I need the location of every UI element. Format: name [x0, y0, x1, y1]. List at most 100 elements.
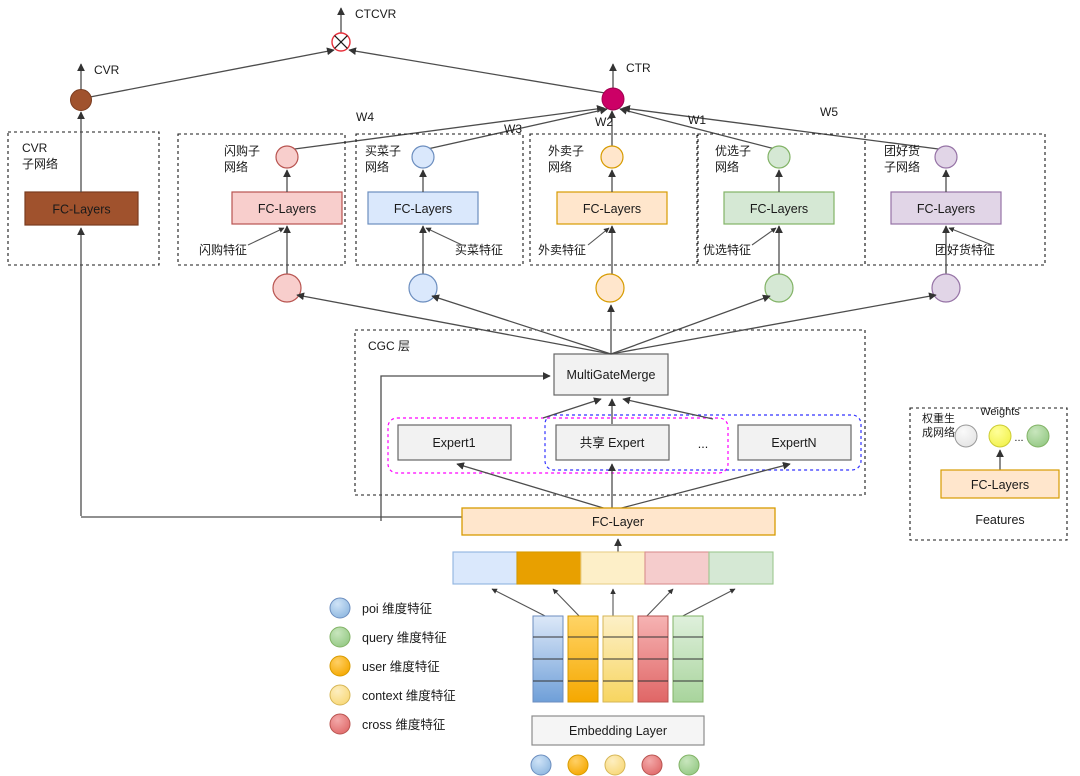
- legend-dot-1: [329, 626, 351, 648]
- edge-feature-4: [948, 227, 993, 246]
- weight-dots-ellipsis: ...: [1014, 432, 1023, 444]
- subnet-fc-label-1: FC-Layers: [394, 202, 452, 216]
- gate-node-0: [272, 273, 302, 303]
- ctcvr-label: CTCVR: [355, 7, 397, 21]
- expert-label-1: 共享 Expert: [580, 435, 645, 450]
- legend-label-4: cross 维度特征: [362, 717, 446, 732]
- expert-box-2: [737, 424, 852, 461]
- concat-segment-4: [708, 551, 774, 585]
- concat-segment-0: [452, 551, 518, 585]
- edge-emb0-to-concat: [491, 588, 554, 621]
- concat-segment-2: [580, 551, 646, 585]
- subnet-title-3-line1: 优选子: [715, 144, 751, 158]
- edge-w1-to-ctr: [619, 106, 780, 151]
- edge-merge-to-gate-0: [296, 292, 612, 355]
- edge-cvr-to-ctcvr: [89, 47, 335, 98]
- subnet-output-node-2: [600, 145, 624, 169]
- gate-node-4: [931, 273, 961, 303]
- embedding-input-dot-2: [604, 754, 626, 776]
- weight-net-fc-label: FC-Layers: [971, 478, 1029, 492]
- weight-label-w2: W2: [595, 115, 613, 129]
- legend-dot-2: [329, 655, 351, 677]
- weight-net-fc-box: [940, 469, 1060, 499]
- weight-label-w4: W4: [356, 110, 374, 124]
- subnet-feature-label-0: 闪购特征: [199, 242, 247, 257]
- gate-node-3: [764, 273, 794, 303]
- embedding-input-dot-4: [678, 754, 700, 776]
- subnet-output-node-3: [767, 145, 791, 169]
- legend-label-2: user 维度特征: [362, 659, 440, 674]
- weight-dot-0: [954, 424, 978, 448]
- embedding-column-4: [672, 615, 704, 703]
- subnet-title-2-line1: 外卖子: [548, 144, 584, 158]
- cvr-subnet-title-line2: 子网络: [22, 156, 58, 171]
- edge-merge-to-gate-3: [610, 294, 771, 355]
- weight-net-title-line2: 成网络: [922, 425, 955, 439]
- edge-merge-to-gate-4: [610, 292, 937, 355]
- ctr-node: [601, 87, 625, 111]
- multigatemerge-label: MultiGateMerge: [567, 368, 656, 382]
- weights-label: Weights: [980, 406, 1020, 418]
- subnet-fc-box-4: [890, 191, 1002, 225]
- embedding-column-0: [532, 615, 564, 703]
- cvr-fc-layers-box: [24, 191, 139, 226]
- subnet-output-node-4: [934, 145, 958, 169]
- shared-expert-group-box: [544, 414, 862, 471]
- fc-layer-box: [461, 507, 776, 536]
- weight-label-w1: W1: [688, 113, 706, 127]
- embedding-column-2: [602, 615, 634, 703]
- subnet-title-4-line1: 团好货: [884, 143, 920, 158]
- subnet-title-2-line2: 网络: [548, 159, 572, 174]
- ctr-label: CTR: [626, 61, 651, 75]
- edge-feature-1: [425, 227, 463, 246]
- edge-merge-to-gate-1: [431, 294, 612, 355]
- edge-w3-to-ctr: [422, 106, 608, 151]
- cvr-subnet-title-line1: CVR: [22, 141, 48, 155]
- edge-emb4-to-concat: [674, 588, 736, 621]
- expert-label-0: Expert1: [432, 436, 475, 450]
- subnet-box-1: [355, 133, 524, 266]
- legend-dot-4: [329, 713, 351, 735]
- subnet-feature-label-2: 外卖特征: [538, 242, 586, 257]
- subnet-feature-label-4: 团好货特征: [935, 242, 995, 257]
- weight-net-box: [909, 407, 1068, 541]
- subnet-fc-label-4: FC-Layers: [917, 202, 975, 216]
- legend-label-0: poi 维度特征: [362, 601, 433, 616]
- subnet-fc-box-0: [231, 191, 343, 225]
- edge-feature-2: [587, 227, 610, 246]
- subnet-title-0-line2: 网络: [224, 159, 248, 174]
- edge-w5-to-ctr: [622, 105, 947, 151]
- weight-net-features-label: Features: [975, 513, 1024, 527]
- legend-dot-0: [329, 597, 351, 619]
- expert-box-0: [397, 424, 512, 461]
- task-expert-group-box: [387, 417, 729, 474]
- concat-segment-1: [516, 551, 582, 585]
- embedding-layer-box: [531, 715, 705, 746]
- subnet-box-4: [864, 133, 1046, 266]
- cvr-subnet-box: [7, 131, 160, 266]
- cgc-layer-label: CGC 层: [368, 339, 410, 353]
- legend-label-3: context 维度特征: [362, 688, 456, 703]
- gate-node-2: [595, 273, 625, 303]
- concat-segment-3: [644, 551, 710, 585]
- subnet-fc-label-2: FC-Layers: [583, 202, 641, 216]
- subnet-fc-box-2: [556, 191, 668, 225]
- edge-fclayer-to-expertN: [613, 462, 791, 511]
- subnet-output-node-0: [275, 145, 299, 169]
- edge-w4-to-ctr: [286, 105, 605, 151]
- subnet-box-3: [697, 133, 866, 266]
- cvr-node: [70, 89, 92, 111]
- embedding-input-dot-0: [530, 754, 552, 776]
- expert-box-1: [555, 424, 670, 461]
- cvr-label: CVR: [94, 63, 120, 77]
- weight-dot-2: [1026, 424, 1050, 448]
- weight-net-title-line1: 权重生: [922, 411, 955, 425]
- ctcvr-multiply-x2: [334, 35, 348, 49]
- embedding-input-dot-1: [567, 754, 589, 776]
- subnet-feature-label-3: 优选特征: [703, 242, 751, 257]
- edge-fclayer-to-multigatemerge: [380, 372, 551, 521]
- subnet-box-0: [177, 133, 346, 266]
- edge-fclayer-to-expert0: [456, 462, 611, 511]
- subnet-box-2: [529, 133, 698, 266]
